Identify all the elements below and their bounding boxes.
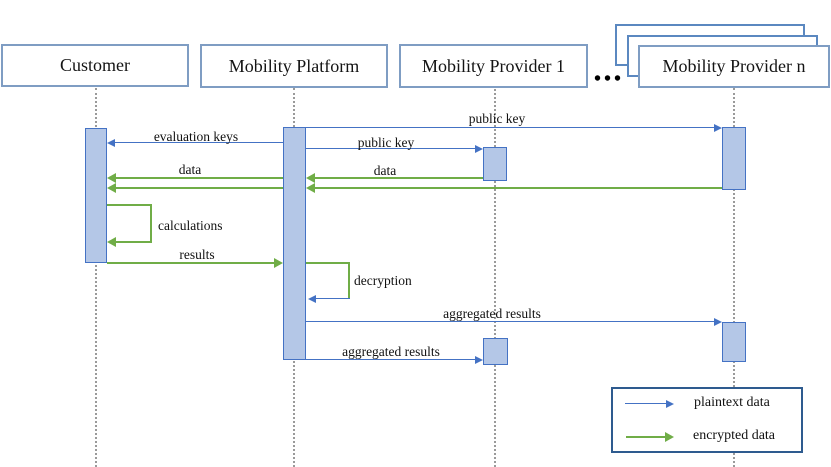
label-decryption: decryption — [354, 273, 412, 288]
arrow-public-key-n — [306, 127, 714, 128]
legend-plaintext-arrow — [625, 403, 667, 404]
loop-decryption-bottom — [316, 298, 350, 299]
loop-decryption-right — [348, 262, 350, 299]
arrow-public-key-1 — [306, 148, 475, 149]
arrow-data-to-customer-1 — [116, 177, 283, 179]
label-public-key-n: public key — [468, 111, 526, 126]
arrowhead-left-icon — [107, 139, 115, 147]
arrowhead-right-icon — [475, 145, 483, 153]
lifeline-customer — [95, 88, 97, 467]
loop-decryption-top — [306, 262, 350, 264]
lifeline-provider1 — [494, 89, 496, 467]
arrowhead-right-icon — [475, 356, 483, 364]
label-data-right: data — [373, 163, 397, 178]
actor-providern: Mobility Provider n — [638, 45, 830, 88]
legend-box — [611, 387, 803, 453]
actor-provider1: Mobility Provider 1 — [399, 44, 588, 88]
arrowhead-right-icon — [714, 124, 722, 132]
arrow-data-providern — [315, 187, 722, 189]
label-aggregated-results-1: aggregated results — [342, 344, 440, 359]
arrow-data-to-customer-2 — [116, 187, 283, 189]
arrowhead-left-icon — [107, 237, 116, 247]
actor-platform-label: Mobility Platform — [228, 55, 360, 76]
activation-providern-b — [722, 322, 746, 362]
arrowhead-left-icon — [107, 183, 116, 193]
legend-encrypted-label: encrypted data — [693, 428, 776, 443]
activation-customer — [85, 128, 107, 263]
label-results: results — [179, 247, 215, 262]
arrowhead-left-icon — [306, 183, 315, 193]
arrowhead-right-icon — [665, 432, 674, 442]
label-evaluation-keys: evaluation keys — [153, 129, 239, 144]
label-public-key-1: public key — [357, 135, 415, 150]
arrow-data-provider1 — [315, 177, 483, 179]
arrow-evaluation-keys — [111, 142, 283, 143]
actor-platform: Mobility Platform — [200, 44, 388, 88]
lifeline-providern — [733, 88, 735, 467]
arrowhead-left-icon — [306, 173, 315, 183]
actor-provider1-label: Mobility Provider 1 — [422, 55, 565, 76]
label-calculations: calculations — [158, 218, 223, 233]
label-aggregated-results-n: aggregated results — [443, 306, 541, 321]
activation-provider1-b — [483, 338, 508, 365]
actor-customer-label: Customer — [60, 55, 130, 75]
arrowhead-left-icon — [107, 173, 116, 183]
arrow-aggregated-results-1 — [306, 359, 475, 360]
arrowhead-right-icon — [714, 318, 722, 326]
arrow-aggregated-results-n — [306, 321, 714, 322]
actor-customer: Customer — [1, 44, 189, 87]
legend-plaintext-label: plaintext data — [694, 395, 770, 410]
loop-calculations-right — [150, 204, 152, 242]
loop-calculations-bottom — [116, 241, 152, 243]
activation-provider1-a — [483, 147, 507, 181]
label-data-left: data — [178, 162, 202, 177]
arrowhead-right-icon — [666, 400, 674, 408]
activation-providern-a — [722, 127, 746, 190]
loop-calculations-top — [107, 204, 152, 206]
activation-platform — [283, 127, 306, 360]
ellipsis-dots: ••• — [594, 68, 625, 90]
arrowhead-right-icon — [274, 258, 283, 268]
legend-encrypted-arrow — [626, 436, 666, 438]
arrowhead-left-icon — [308, 295, 316, 303]
arrow-results — [107, 262, 275, 264]
actor-providern-label: Mobility Provider n — [662, 56, 806, 76]
